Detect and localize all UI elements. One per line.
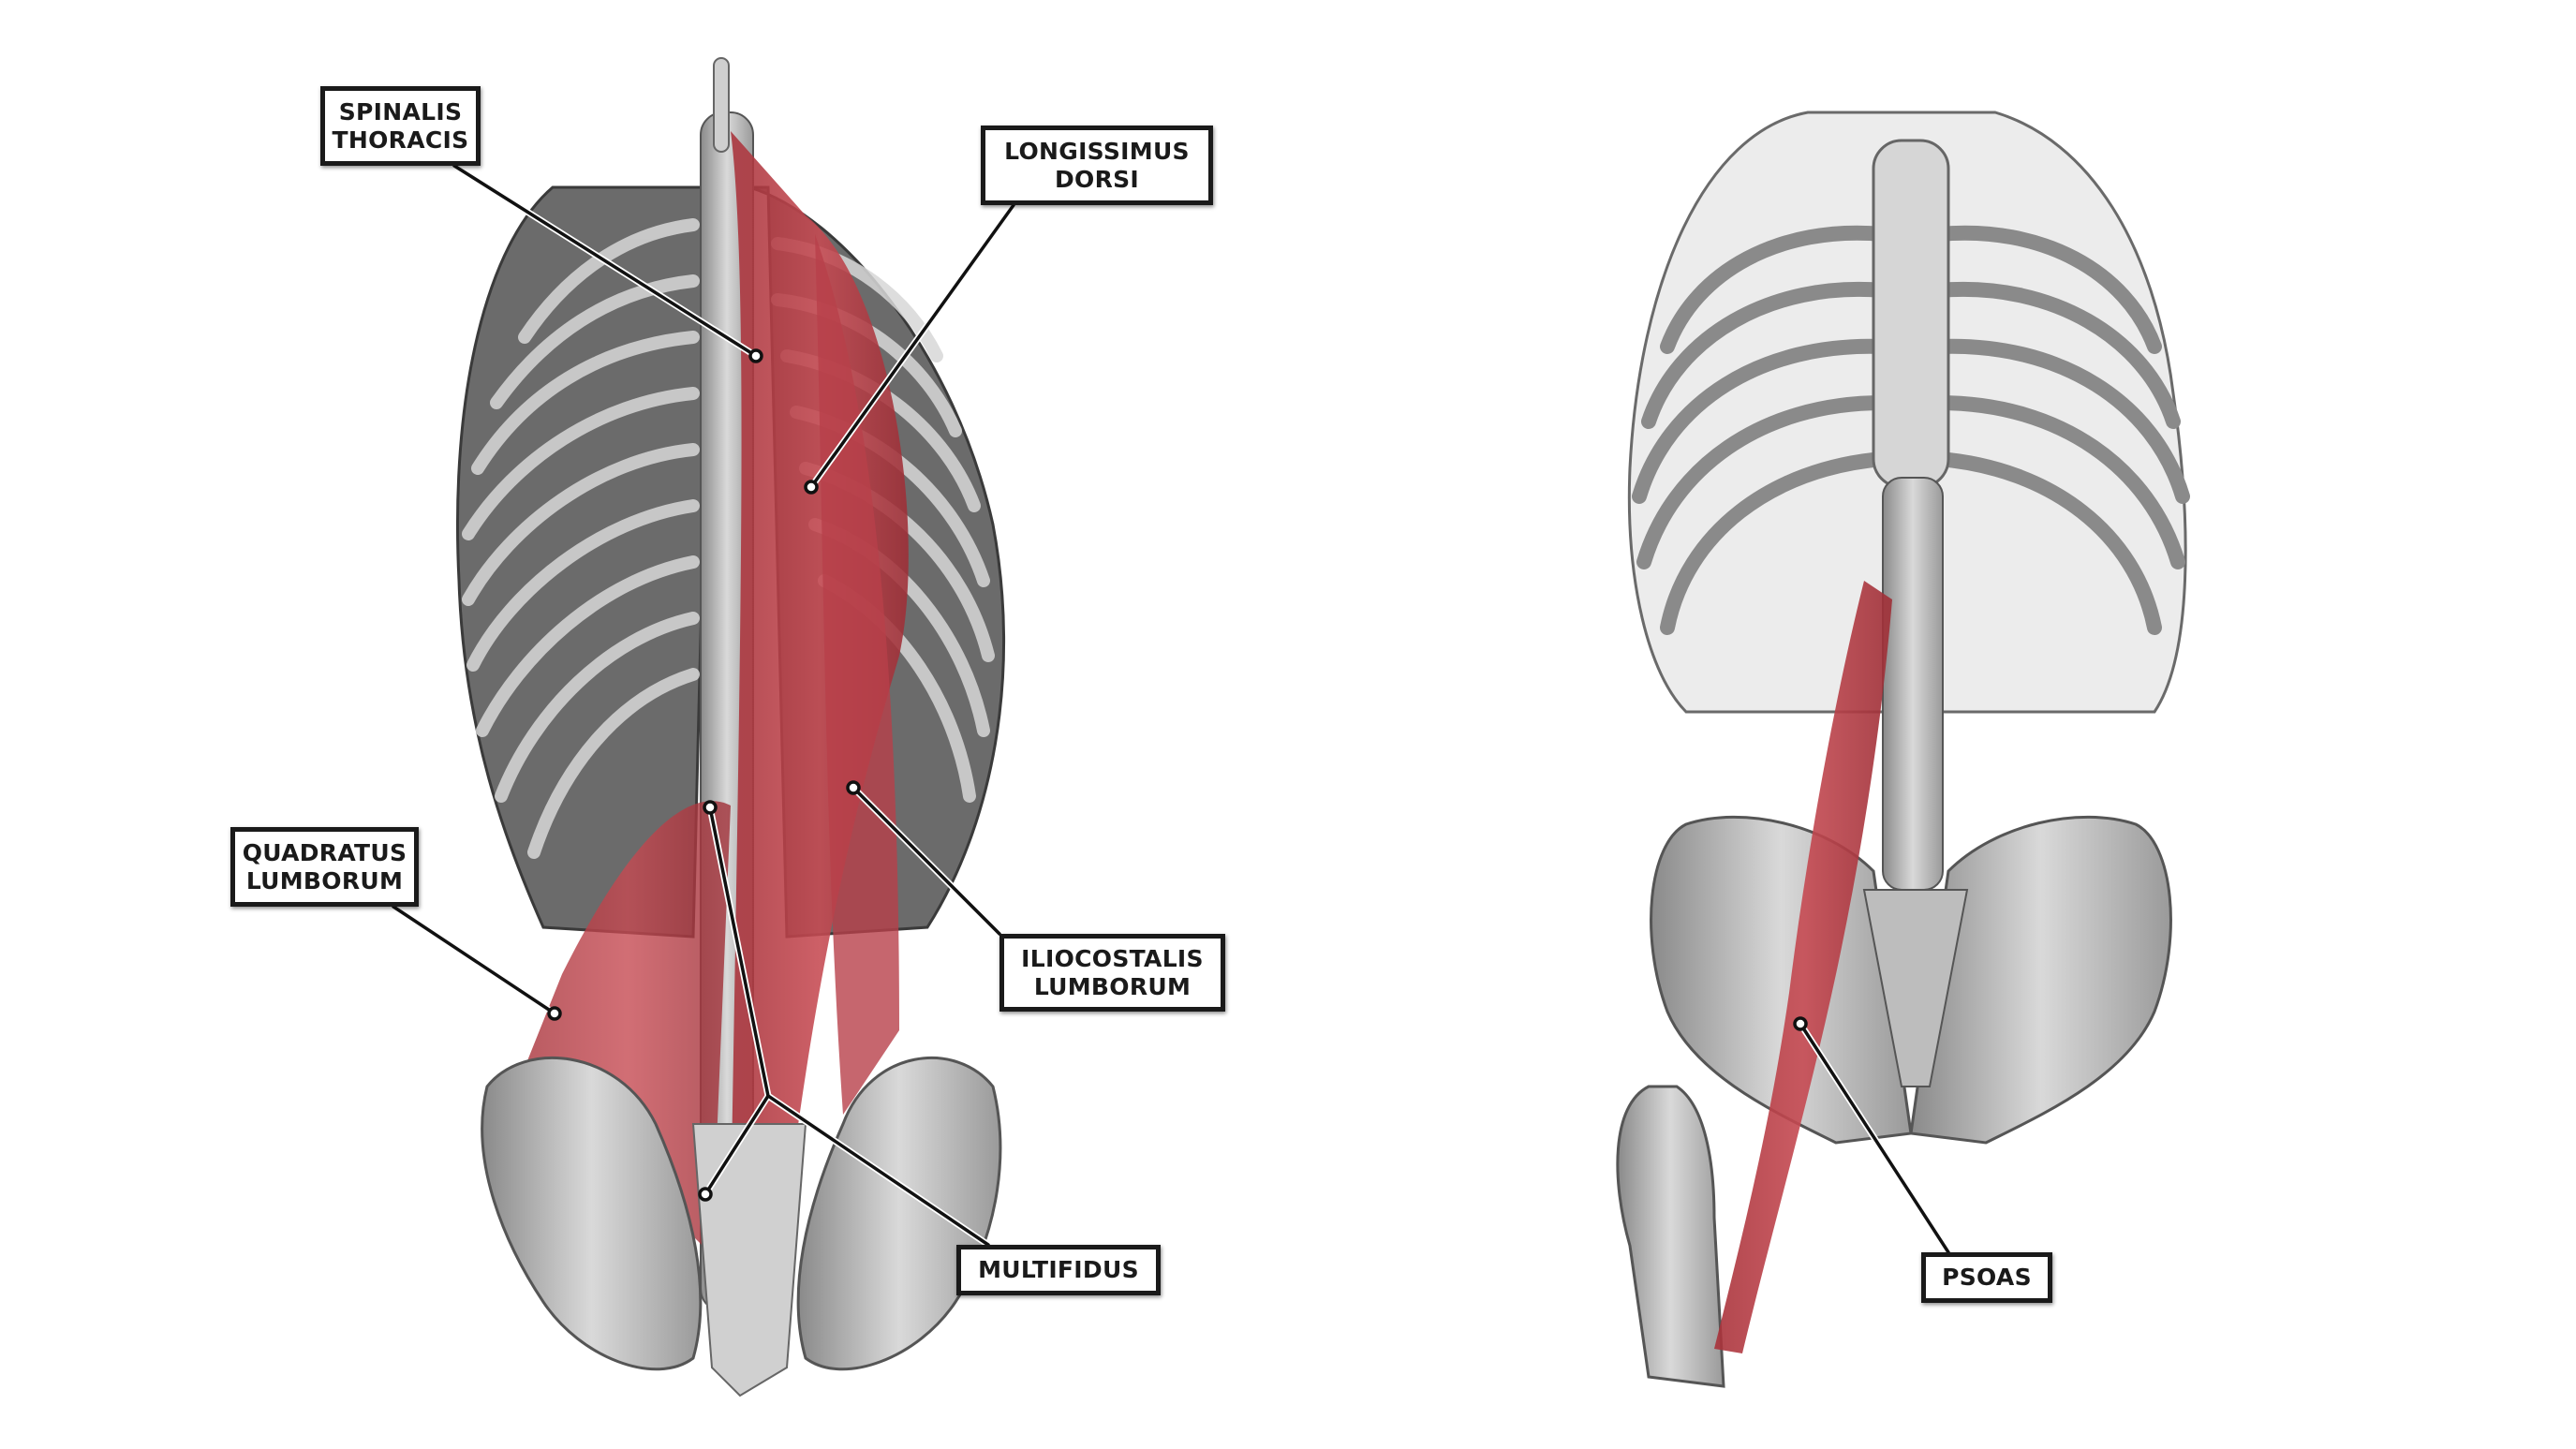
label-line: LUMBORUM	[1033, 972, 1192, 1000]
pointer-dots	[547, 348, 1808, 1202]
label-longissimus-dorsi: LONGISSIMUS DORSI	[981, 126, 1213, 205]
leader-lines	[390, 162, 1952, 1256]
label-line: SPINALIS	[338, 97, 463, 126]
label-line: DORSI	[1054, 165, 1140, 193]
label-line: LONGISSIMUS	[1004, 137, 1190, 165]
posterior-pelvis	[481, 1057, 1002, 1397]
label-spinalis-thoracis: SPINALIS THORACIS	[320, 86, 481, 166]
label-iliocostalis-lumborum: ILIOCOSTALIS LUMBORUM	[999, 934, 1225, 1012]
anterior-pelvis	[1616, 815, 2172, 1388]
anterior-ribcage	[1627, 111, 2190, 891]
label-multifidus: MULTIFIDUS	[956, 1245, 1161, 1295]
label-line: ILIOCOSTALIS	[1021, 944, 1204, 972]
label-line: LUMBORUM	[245, 866, 404, 895]
label-line: THORACIS	[332, 126, 469, 154]
label-quadratus-lumborum: QUADRATUS LUMBORUM	[230, 827, 419, 907]
psoas-muscle	[1714, 581, 1892, 1353]
label-line: PSOAS	[1942, 1264, 2032, 1291]
label-line: QUADRATUS	[242, 838, 407, 866]
label-psoas: PSOAS	[1921, 1252, 2052, 1303]
label-line: MULTIFIDUS	[978, 1256, 1139, 1283]
